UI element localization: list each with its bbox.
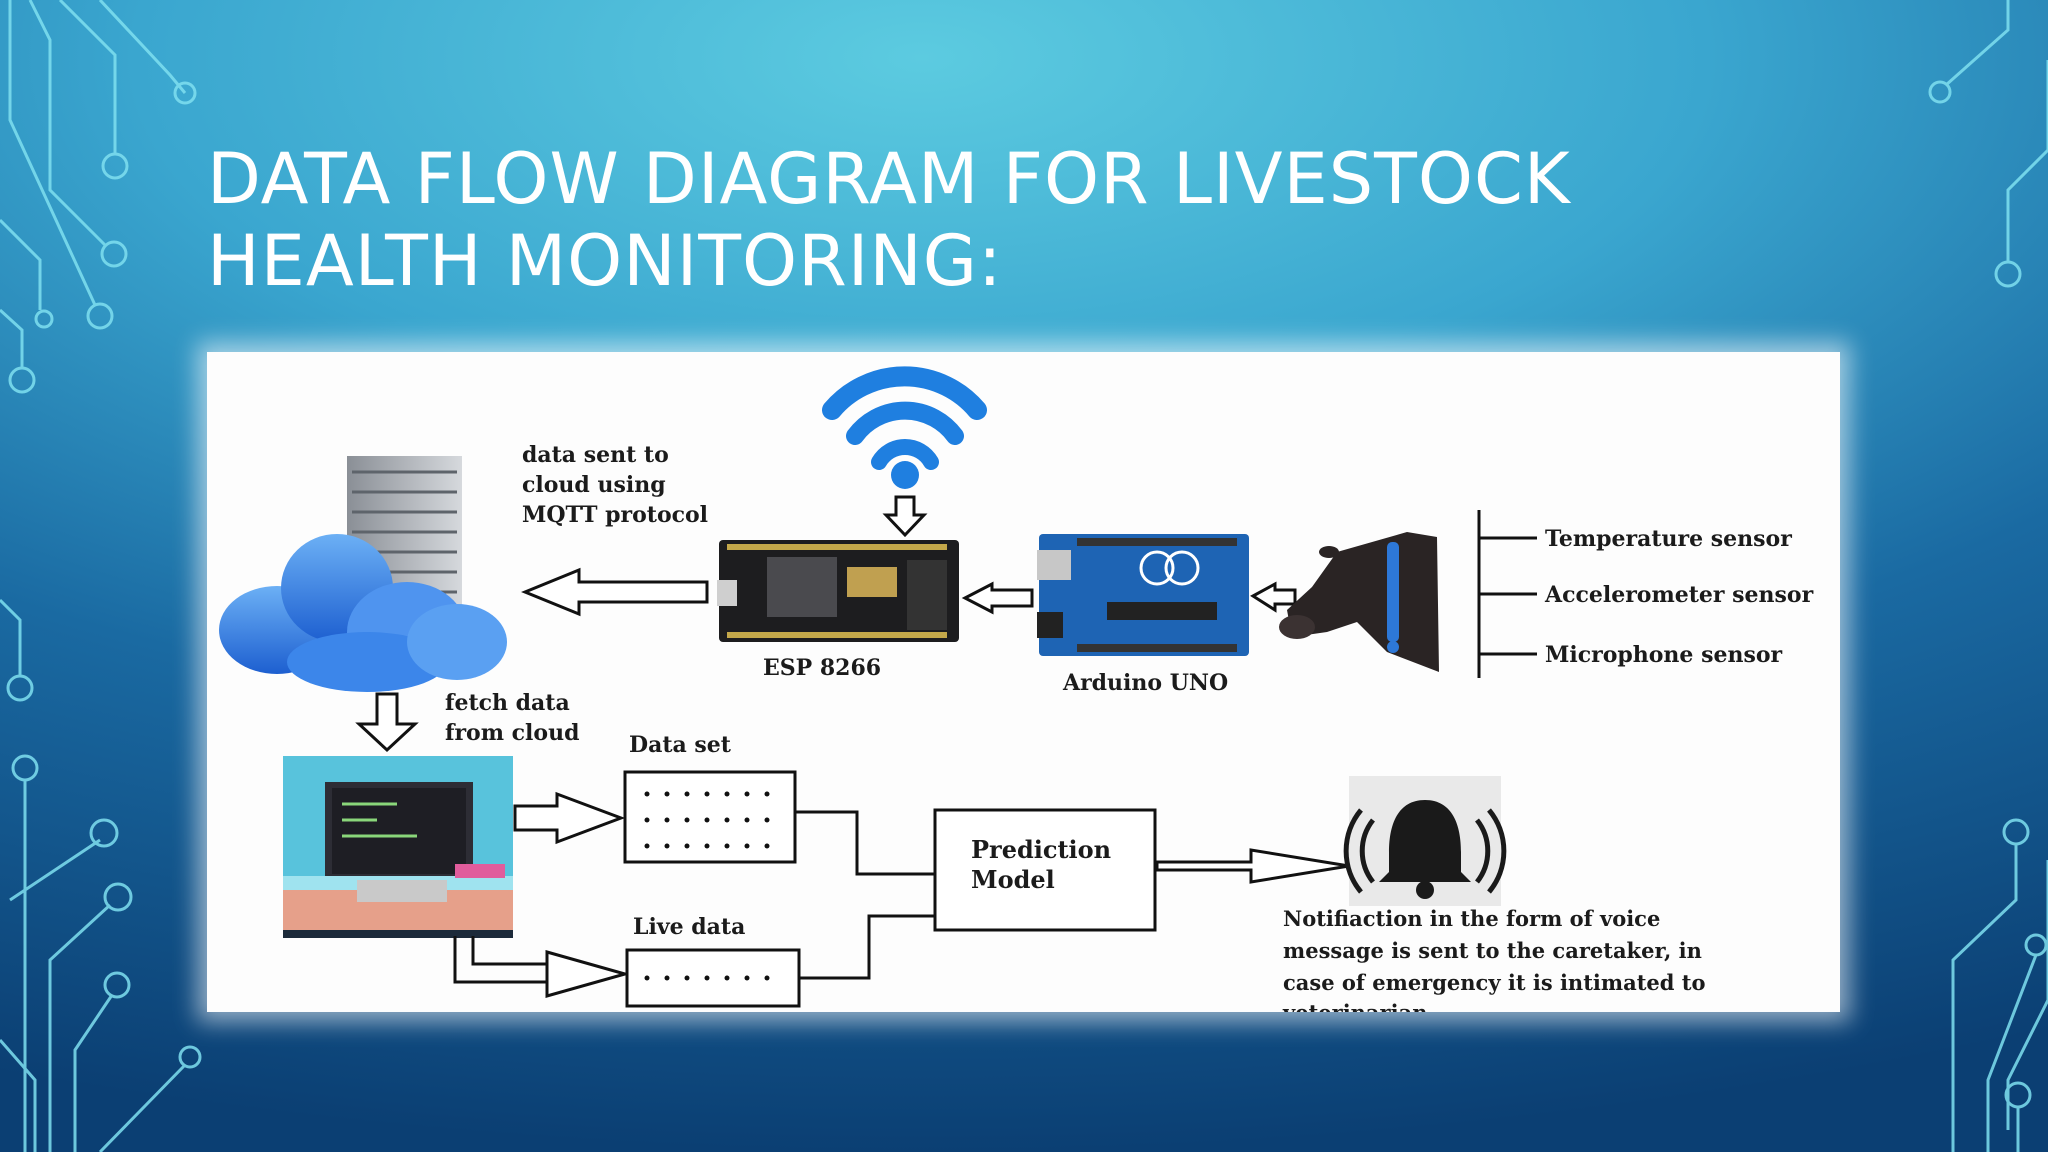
circuit-decoration-right	[1928, 0, 2048, 1152]
fetch-label: fetch data from cloud	[445, 690, 579, 746]
cloud-label: data sent to cloud using MQTT protocol	[522, 442, 708, 528]
arrow-computer-to-live-shaft	[453, 936, 547, 984]
arrow-wifi-to-esp	[882, 495, 928, 538]
dataset-box	[623, 770, 797, 864]
esp8266-board-icon	[717, 540, 959, 642]
prediction-model-box	[933, 808, 1157, 932]
cloud-icon	[219, 534, 507, 692]
arrow-computer-to-live-shaft-inner	[471, 936, 547, 966]
arduino-uno-board-icon	[1037, 534, 1249, 656]
live-data-box	[625, 948, 801, 1008]
wifi-icon	[822, 366, 987, 489]
live-data-dots	[644, 975, 770, 981]
prediction-model-label: Prediction Model	[971, 835, 1120, 894]
live-data-label: Live data	[633, 914, 745, 940]
diagram-panel: data sent to cloud using MQTT protocol E…	[207, 352, 1840, 1012]
arduino-label: Arduino UNO	[1062, 670, 1228, 696]
bell-icon	[1343, 776, 1507, 906]
connector-lines	[795, 810, 935, 980]
circuit-decoration-left	[0, 0, 202, 1152]
arrow-esp-to-cloud	[521, 567, 709, 617]
esp-label: ESP 8266	[763, 655, 881, 681]
sensor-accelerometer: Accelerometer sensor	[1544, 582, 1814, 608]
notification-label: Notifiaction in the form of voice messag…	[1282, 906, 1713, 1012]
slide-title: DATA FLOW DIAGRAM FOR LIVESTOCK HEALTH M…	[207, 138, 1807, 302]
title-line-2: HEALTH MONITORING:	[207, 220, 1003, 302]
dataset-label: Data set	[629, 732, 732, 758]
title-line-1: DATA FLOW DIAGRAM FOR LIVESTOCK	[207, 138, 1571, 220]
computer-workstation-icon	[283, 756, 513, 938]
arrow-computer-to-live-head	[545, 950, 631, 998]
arrow-cow-to-arduino	[1250, 581, 1297, 613]
data-flow-diagram: data sent to cloud using MQTT protocol E…	[219, 366, 1814, 1012]
arrow-computer-to-dataset	[513, 791, 626, 845]
sensor-temperature: Temperature sensor	[1545, 526, 1792, 552]
arrow-cloud-to-computer	[355, 692, 419, 753]
sensor-microphone: Microphone sensor	[1545, 642, 1783, 668]
cow-icon	[1279, 532, 1439, 672]
arrow-arduino-to-esp	[961, 581, 1034, 615]
arrow-model-to-notification	[1155, 848, 1350, 884]
dataset-dots	[644, 791, 770, 849]
sensor-bracket	[1477, 510, 1537, 678]
